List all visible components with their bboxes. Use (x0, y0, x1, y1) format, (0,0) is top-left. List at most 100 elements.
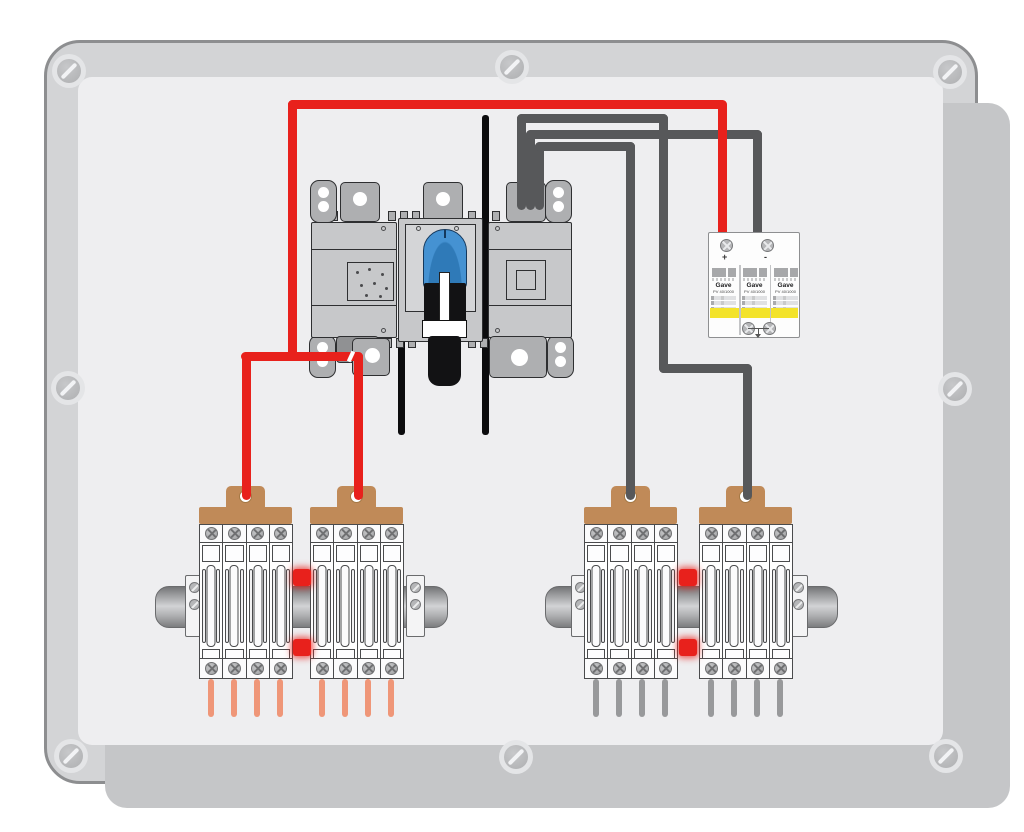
spd-yellow-stripe (710, 308, 798, 318)
lid-screw-icon (499, 740, 533, 774)
fuse-bank-positive-2 (310, 486, 404, 719)
rail-end-stop (406, 575, 425, 637)
fuse-module (199, 524, 224, 679)
fuse-module (356, 524, 381, 679)
rail-glow-indicator (293, 569, 311, 586)
pv-positive-wire (717, 99, 727, 237)
fuse-module (630, 524, 655, 679)
string-wire (318, 679, 325, 717)
spd-status-window (711, 268, 736, 277)
pv-negative-wire (658, 363, 752, 373)
dc-switch-left-pole (311, 222, 397, 338)
lid-screw-icon (929, 739, 963, 773)
pv-negative-wire (525, 129, 535, 210)
fuse-module (722, 524, 747, 679)
fuse-module (222, 524, 247, 679)
switch-foot (489, 336, 547, 378)
lid-screw-icon (933, 55, 967, 89)
rail-glow-indicator (679, 639, 697, 656)
string-wire (707, 679, 714, 717)
spd-status-window (742, 268, 767, 277)
busbar (584, 507, 677, 524)
fuse-module (245, 524, 270, 679)
string-wire (662, 679, 669, 717)
mounting-ear (310, 180, 337, 223)
spd-model: PV 40/1000 (775, 289, 796, 294)
switch-terminal-tab (423, 182, 463, 222)
pv-negative-wire (534, 141, 635, 151)
string-wire (639, 679, 646, 717)
lid-screw-icon (938, 372, 972, 406)
spd-status-window (773, 268, 798, 277)
knob-notch (444, 230, 446, 238)
lid-screw-icon (54, 739, 88, 773)
rail-glow-indicator (679, 569, 697, 586)
pv-negative-wire (625, 141, 635, 500)
spd-minus-label: - (764, 252, 767, 262)
switch-shaft-socket (506, 260, 546, 300)
black-cable (481, 115, 489, 435)
string-wire (254, 679, 261, 717)
dc-switch-right-pole (488, 222, 572, 338)
label-panel (347, 262, 394, 301)
fuse-bank-negative-1 (584, 486, 678, 719)
switch-handle-grip (428, 336, 461, 386)
switch-terminal-tab (340, 182, 380, 222)
pv-negative-wire (525, 129, 762, 139)
spd-minus-terminal-screw-icon (760, 238, 774, 252)
spd-module: Gave PV 40/1000 (771, 266, 800, 312)
spd-model: PV 40/1000 (744, 289, 765, 294)
spd-plus-terminal-screw-icon (719, 238, 733, 252)
spd-module: Gave PV 40/1000 (709, 266, 738, 312)
string-wire (388, 679, 395, 717)
spd-model: PV 40/1000 (713, 289, 734, 294)
string-wire (365, 679, 372, 717)
earth-ground-icon (748, 326, 769, 338)
pv-negative-wire (516, 113, 526, 210)
spd-brand: Gave (746, 282, 763, 289)
mounting-ear (545, 180, 572, 223)
mounting-ear (547, 335, 574, 378)
pv-negative-wire (658, 113, 668, 373)
fuse-module (653, 524, 678, 679)
fuse-module (310, 524, 335, 679)
busbar (199, 507, 292, 524)
pv-positive-wire (354, 351, 363, 500)
rail-glow-indicator (293, 639, 311, 656)
pv-positive-wire (241, 351, 363, 361)
busbar (699, 507, 792, 524)
fuse-bank-negative-2 (699, 486, 793, 719)
fuse-module (768, 524, 793, 679)
string-wire (777, 679, 784, 717)
lid-screw-icon (52, 54, 86, 88)
fuse-bank-positive-1 (199, 486, 293, 719)
spd-plus-label: + (722, 252, 728, 262)
busbar (310, 507, 403, 524)
pv-negative-wire (743, 363, 752, 500)
string-wire (730, 679, 737, 717)
fuse-module (379, 524, 404, 679)
fuse-module (699, 524, 724, 679)
rail-end-stop (789, 575, 808, 637)
pv-negative-wire (752, 129, 762, 237)
pv-positive-wire (288, 99, 297, 361)
pv-negative-wire (516, 113, 668, 123)
spd-brand: Gave (715, 282, 732, 289)
string-wire (207, 679, 214, 717)
string-wire (615, 679, 622, 717)
spd-module: Gave PV 40/1000 (740, 266, 769, 312)
pv-positive-wire (242, 351, 251, 500)
lid-screw-icon (495, 50, 529, 84)
fuse-module (268, 524, 293, 679)
string-wire (277, 679, 284, 717)
fuse-module (607, 524, 632, 679)
string-wire (754, 679, 761, 717)
fuse-module (745, 524, 770, 679)
lid-screw-icon (51, 371, 85, 405)
black-cable (397, 330, 405, 435)
fuse-module (333, 524, 358, 679)
switch-handle-stripe (439, 272, 450, 322)
spd-brand: Gave (777, 282, 794, 289)
string-wire (230, 679, 237, 717)
